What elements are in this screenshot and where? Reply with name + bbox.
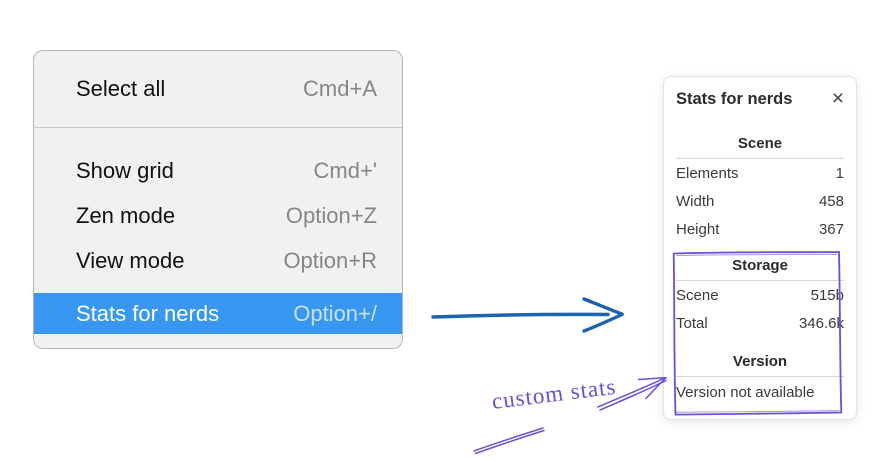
section-divider	[676, 158, 844, 159]
menu-item-shortcut: Cmd+'	[313, 158, 378, 183]
annotation-label: custom stats	[490, 373, 618, 414]
version-note: Version not available	[676, 383, 815, 401]
stat-value: 346.6k	[798, 314, 844, 332]
stat-label: Height	[676, 220, 720, 238]
section-header-storage: Storage	[732, 257, 788, 274]
menu-item-select-all[interactable]: Select all Cmd+A	[34, 51, 402, 127]
menu-item-label: Stats for nerds	[76, 300, 220, 326]
stat-label: Elements	[676, 164, 739, 182]
menu-item-shortcut: Option+/	[293, 300, 377, 326]
panel-title: Stats for nerds	[676, 89, 793, 108]
stat-row-elements: Elements 1	[676, 159, 844, 187]
stats-panel-header: Stats for nerds ×	[676, 87, 844, 110]
menu-item-shortcut: Cmd+A	[303, 76, 377, 101]
stats-panel: Stats for nerds × Scene Elements 1 Width…	[663, 76, 857, 420]
stat-row-scene-storage: Scene 515b	[676, 281, 844, 309]
close-icon: ×	[831, 87, 844, 110]
stat-row-total-storage: Total 346.6k	[676, 309, 844, 337]
menu-item-label: Show grid	[76, 158, 174, 183]
stat-value: 515b	[810, 286, 844, 304]
context-menu: Select all Cmd+A Show grid Cmd+' Zen mod…	[33, 50, 403, 349]
stat-label: Total	[676, 314, 708, 332]
pointer-arrow	[431, 297, 624, 333]
section-header-scene: Scene	[737, 135, 783, 152]
menu-item-show-grid[interactable]: Show grid Cmd+'	[34, 149, 402, 193]
menu-item-shortcut: Option+R	[283, 248, 377, 273]
menu-item-zen-mode[interactable]: Zen mode Option+Z	[34, 194, 402, 238]
stat-row-height: Height 367	[676, 215, 844, 243]
menu-item-shortcut: Option+Z	[285, 203, 377, 228]
menu-item-label: Select all	[76, 76, 166, 101]
menu-item-label: Zen mode	[76, 203, 176, 228]
stat-value: 367	[818, 220, 844, 238]
section-header-version: Version	[732, 353, 788, 370]
stat-row-width: Width 458	[676, 187, 844, 215]
menu-divider	[34, 127, 402, 128]
close-button[interactable]: ×	[831, 87, 844, 110]
stat-label: Scene	[676, 286, 719, 304]
stat-value: 458	[818, 192, 844, 210]
stat-value: 1	[835, 164, 844, 182]
menu-item-label: View mode	[76, 248, 185, 273]
menu-item-stats-for-nerds[interactable]: Stats for nerds Option+/	[34, 293, 402, 334]
menu-item-view-mode[interactable]: View mode Option+R	[34, 239, 402, 283]
annotation-arrow	[473, 376, 667, 455]
stat-label: Width	[676, 192, 715, 210]
